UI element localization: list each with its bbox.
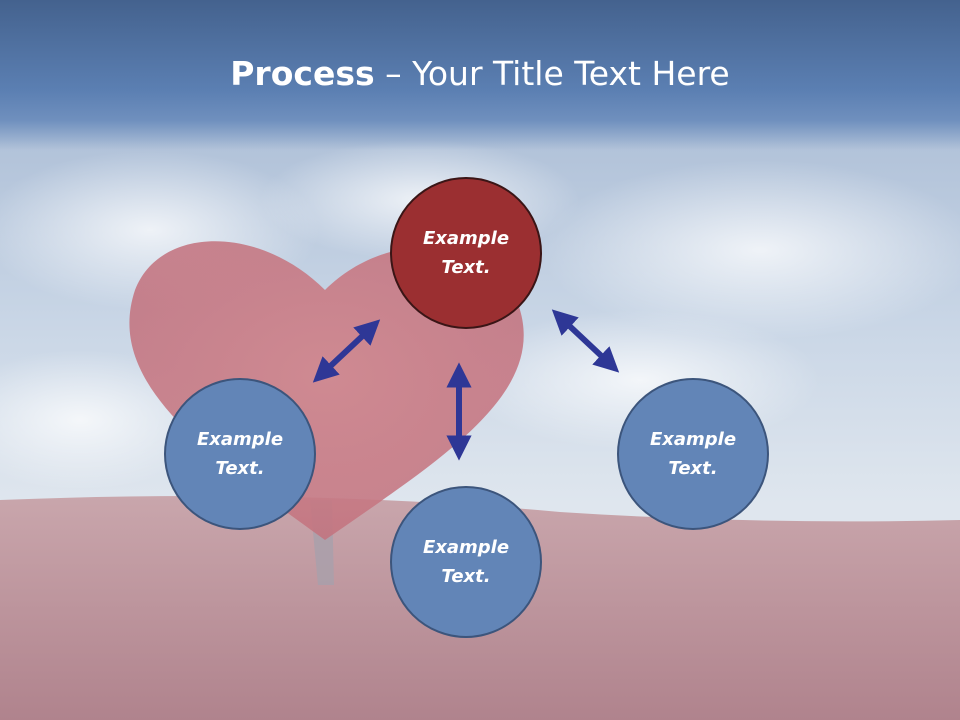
node-right: Example Text. [617, 378, 769, 530]
slide-title: Process – Your Title Text Here [0, 52, 960, 96]
title-rest: – Your Title Text Here [374, 54, 730, 93]
title-band [0, 0, 960, 150]
node-top-label: Example Text. [422, 228, 510, 278]
node-bottom: Example Text. [390, 486, 542, 638]
arrow-top-left [312, 319, 381, 383]
node-left: Example Text. [164, 378, 316, 530]
node-left-label: Example Text. [196, 429, 284, 479]
arrow-top-right [551, 309, 620, 373]
node-right-label: Example Text. [649, 429, 737, 479]
node-top: Example Text. [390, 177, 542, 329]
node-bottom-label: Example Text. [422, 537, 510, 587]
title-bold: Process [230, 54, 375, 93]
